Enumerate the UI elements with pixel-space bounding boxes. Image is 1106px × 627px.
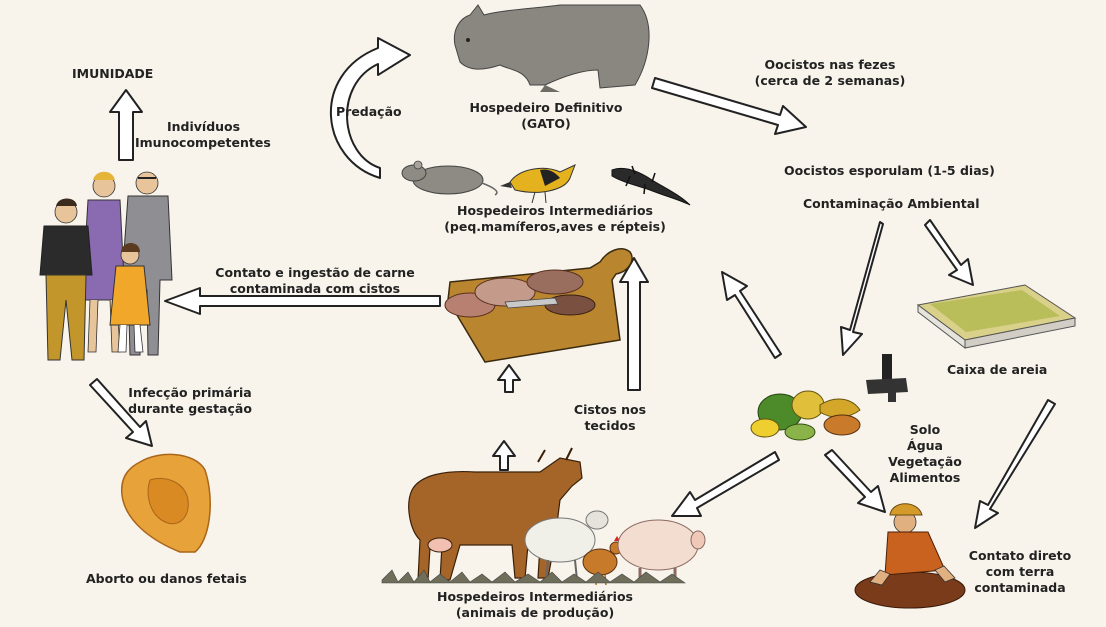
- arrow-cysts-up: [620, 258, 648, 390]
- meat-board-icon: [445, 249, 632, 362]
- sandbox-label: Caixa de areia: [947, 362, 1047, 378]
- lizard-icon: [612, 166, 690, 205]
- arrow-food-to-small-hosts: [722, 272, 781, 358]
- arrow-up-from-livestock: [493, 441, 515, 470]
- soil-contact-label: Contato direto com terra contaminada: [965, 548, 1075, 596]
- tissue-cysts-label: Cistos nos tecidos: [555, 402, 665, 434]
- pig-icon: [618, 520, 705, 582]
- arrow-food-to-livestock: [672, 452, 779, 516]
- immunity-label: IMUNIDADE: [72, 66, 153, 82]
- arrow-contamination-to-food: [841, 222, 883, 355]
- oocysts-sporulate-label: Oocistos esporulam (1-5 dias): [784, 163, 995, 179]
- definitive-host-label: Hospedeiro Definitivo (GATO): [446, 100, 646, 132]
- oocysts-feces-label: Oocistos nas fezes (cerca de 2 semanas): [730, 57, 930, 89]
- sandbox-icon: [918, 285, 1075, 348]
- bird-icon: [500, 165, 575, 203]
- immunocompetent-label: Indivíduos Imunocompetentes: [135, 119, 295, 151]
- gardener-icon: [855, 504, 965, 608]
- cat-icon: [454, 5, 649, 92]
- production-hosts-label: Hospedeiros Intermediários (animais de p…: [400, 589, 670, 621]
- mouse-icon: [402, 161, 497, 195]
- fetus-icon: [122, 454, 211, 552]
- abortion-label: Aborto ou danos fetais: [86, 571, 247, 587]
- environmental-contamination-label: Contaminação Ambiental: [803, 196, 980, 212]
- predation-label: Predação: [336, 104, 402, 120]
- arrow-contamination-to-sandbox: [925, 220, 973, 285]
- environment-sources-label: Solo Água Vegetação Alimentos: [870, 422, 980, 486]
- family-icon: [40, 172, 172, 360]
- arrow-up-to-board: [498, 365, 520, 392]
- small-intermediate-hosts-label: Hospedeiros Intermediários (peq.mamífero…: [420, 203, 690, 235]
- meat-contact-label: Contato e ingestão de carne contaminada …: [200, 265, 430, 297]
- primary-infection-label: Infecção primária durante gestação: [115, 385, 265, 417]
- arrow-sandbox-to-soil-contact: [975, 400, 1055, 528]
